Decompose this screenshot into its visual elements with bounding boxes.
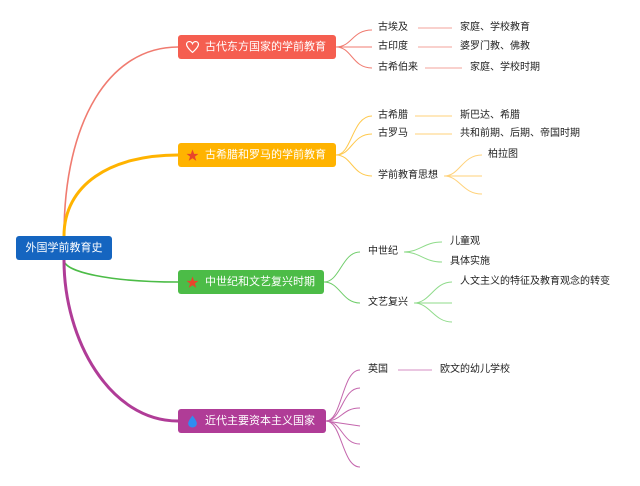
node-middle-ages[interactable]: 中世纪 — [368, 246, 398, 257]
branch-greece-rome[interactable]: 古希腊和罗马的学前教育 — [178, 143, 336, 167]
branch-ancient-east[interactable]: 古代东方国家的学前教育 — [178, 35, 336, 59]
heart-icon — [185, 40, 199, 54]
branch-medieval-renaissance[interactable]: 中世纪和文艺复兴时期 — [178, 270, 324, 294]
node-detail[interactable]: 具体实施 — [450, 256, 490, 267]
node-ancient-rome[interactable]: 古罗马 — [378, 128, 408, 139]
star-icon — [185, 275, 199, 289]
node-britain[interactable]: 英国 — [368, 364, 388, 375]
star-icon — [185, 148, 199, 162]
node-ancient-india[interactable]: 古印度 — [378, 41, 408, 52]
node-detail[interactable]: 斯巴达、希腊 — [460, 110, 520, 121]
node-detail[interactable]: 欧文的幼儿学校 — [440, 364, 510, 375]
connector-branch-2 — [62, 153, 179, 237]
branch-label: 古代东方国家的学前教育 — [205, 40, 326, 53]
drop-icon — [185, 414, 199, 428]
branch-modern-capitalist[interactable]: 近代主要资本主义国家 — [178, 409, 326, 433]
node-preschool-thought[interactable]: 学前教育思想 — [378, 170, 438, 181]
connector-branch-4 — [62, 259, 179, 423]
node-renaissance[interactable]: 文艺复兴 — [368, 297, 408, 308]
node-detail[interactable]: 人文主义的特征及教育观念的转变 — [460, 276, 610, 287]
branch-label: 中世纪和文艺复兴时期 — [205, 275, 315, 288]
node-detail[interactable]: 儿童观 — [450, 236, 480, 247]
node-ancient-greece[interactable]: 古希腊 — [378, 110, 408, 121]
connector-branch-3 — [63, 259, 179, 283]
node-ancient-egypt[interactable]: 古埃及 — [378, 22, 408, 33]
node-detail[interactable]: 家庭、学校时期 — [470, 62, 540, 73]
node-detail[interactable]: 婆罗门教、佛教 — [460, 41, 530, 52]
node-detail[interactable]: 共和前期、后期、帝国时期 — [460, 128, 580, 139]
branch-label: 近代主要资本主义国家 — [205, 414, 315, 427]
root-node[interactable]: 外国学前教育史 — [16, 236, 112, 260]
node-detail[interactable]: 柏拉图 — [488, 149, 518, 160]
node-ancient-hebrew[interactable]: 古希伯来 — [378, 62, 418, 73]
branch-label: 古希腊和罗马的学前教育 — [205, 148, 326, 161]
node-detail[interactable]: 家庭、学校教育 — [460, 22, 530, 33]
connector-branch-1 — [63, 46, 179, 237]
